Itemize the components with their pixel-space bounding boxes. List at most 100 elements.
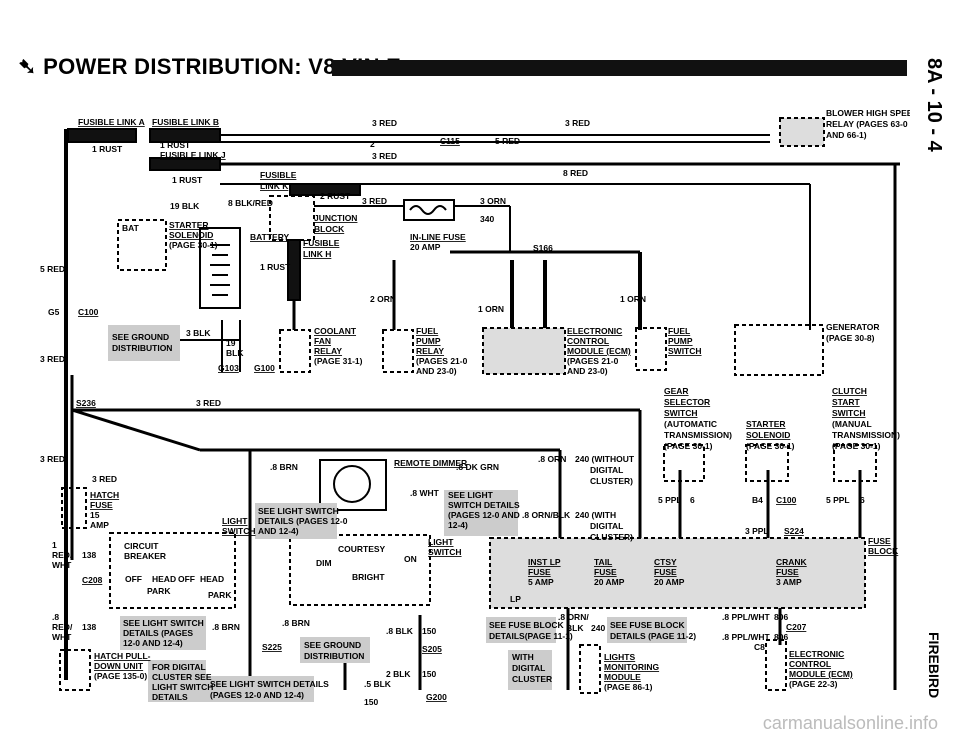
label-fuse-4: FUSE: [776, 567, 799, 577]
label-s225: S225: [262, 642, 282, 652]
label-2: 2: [370, 139, 375, 149]
label-relay-2: RELAY: [416, 346, 444, 356]
label-orn-blk: .8 ORN/BLK: [522, 510, 571, 520]
see-light-switch-box-2: [444, 490, 518, 536]
label-see-fuse-block: SEE FUSE BLOCK: [489, 620, 564, 630]
label-8-orn: .8 ORN: [538, 454, 566, 464]
label-fan: FAN: [314, 336, 331, 346]
ecm-box: [482, 327, 566, 375]
label-details-2: DETAILS (PAGES 12-0: [258, 516, 348, 526]
label-5-amp: 5 AMP: [528, 577, 554, 587]
coolant-fan-relay: [279, 329, 311, 373]
label-8-blk: .8 BLK: [386, 626, 414, 636]
label-cluster-2: CLUSTER): [590, 532, 633, 542]
label-rust-1: 1 RUST: [92, 144, 123, 154]
label-digital-2: DIGITAL: [590, 521, 623, 531]
label-gear: GEAR: [664, 386, 689, 396]
for-digital-box: [148, 660, 206, 702]
label-head: HEAD: [152, 574, 176, 584]
label-tail: TAIL: [594, 557, 612, 567]
label-rust-1b: 1 RUST: [160, 140, 191, 150]
label-and-12-4: AND 12-4): [258, 526, 299, 536]
label-c208: C208: [82, 575, 103, 585]
label-solenoid: SOLENOID: [169, 230, 213, 240]
see-light-switch-box-3: [255, 503, 337, 539]
label-blk-2: BLK: [566, 623, 584, 633]
label-12-4: 12-4): [448, 520, 468, 530]
label-5-blk: .5 BLK: [364, 679, 392, 689]
label-3-ppl: 3 PPL: [745, 526, 769, 536]
see-ground-box: [108, 325, 180, 361]
label-fusible-h1: FUSIBLE: [303, 238, 340, 248]
fuel-pump-switch: [635, 327, 667, 371]
label-details-page-11-1: DETAILS(PAGE 11-1): [489, 631, 573, 641]
label-hatch-fuse: FUSE: [90, 500, 113, 510]
label-see-light: SEE LIGHT: [448, 490, 494, 500]
label-electronic: ELECTRONIC: [567, 326, 622, 336]
label-switch-details: SWITCH DETAILS: [448, 500, 520, 510]
label-g5: G5: [48, 307, 60, 317]
label-g200: G200: [426, 692, 447, 702]
label-see-ground: SEE GROUND: [112, 332, 169, 342]
page-reference: 8A - 10 - 4: [923, 58, 945, 152]
label-pages-21: (PAGES 21-0: [416, 356, 468, 366]
see-fuse-block2-box: [607, 617, 687, 643]
label-courtesy: COURTESY: [338, 544, 386, 554]
label-manual: (MANUAL: [832, 419, 872, 429]
label-pump-2: PUMP: [668, 336, 693, 346]
label-and-23-ecm: AND 23-0): [567, 366, 608, 376]
label-3-orn: 3 ORN: [480, 196, 506, 206]
label-5-red: 5 RED: [495, 136, 520, 146]
title-rule: [332, 60, 907, 76]
fuse-block: [489, 537, 866, 609]
label-down-unit: DOWN UNIT: [94, 661, 144, 671]
label-transmission-2: TRANSMISSION): [832, 430, 900, 440]
label-pages-12: (PAGES 12-0 AND: [448, 510, 520, 520]
label-fuse-2: FUSE: [594, 567, 617, 577]
label-blower-and: AND 66-1): [826, 130, 867, 140]
label-park-2: PARK: [208, 590, 232, 600]
with-digital-box: [508, 650, 552, 690]
label-3-red-d: 3 RED: [362, 196, 387, 206]
label-page-31: (PAGE 31-1): [314, 356, 363, 366]
label-340: 340: [480, 214, 494, 224]
label-details-page-11-2: DETAILS (PAGE 11-2): [610, 631, 696, 641]
label-light-2: LIGHT: [428, 537, 454, 547]
label-fusible-link-j: FUSIBLE LINK J: [160, 150, 226, 160]
label-head-2: HEAD: [200, 574, 224, 584]
label-8-orn-2: .8 ORN/: [558, 612, 589, 622]
label-off-2: OFF: [178, 574, 195, 584]
label-6: 6: [690, 495, 695, 505]
label-cluster-3: CLUSTER: [512, 674, 552, 684]
label-control: CONTROL: [567, 336, 609, 346]
label-module: MODULE: [604, 672, 641, 682]
label-blower-relay: RELAY (PAGES 63-0: [826, 119, 908, 129]
label-junction: JUNCTION: [314, 213, 357, 223]
label-fuse-3: FUSE: [654, 567, 677, 577]
label-bat: BAT: [122, 223, 140, 233]
label-amp: AMP: [90, 520, 109, 530]
label-light-switch-2: SWITCH: [428, 547, 462, 557]
see-ground2-box: [300, 637, 370, 663]
label-clutch: CLUTCH: [832, 386, 867, 396]
label-8-blk-red: 8 BLK/RED: [228, 198, 273, 208]
light-switch-right: [289, 534, 431, 606]
label-red-2: RED/: [52, 622, 73, 632]
label-3-red-left-3: 3 RED: [92, 474, 117, 484]
label-digital-3: DIGITAL: [512, 663, 545, 673]
label-rust-2: 2 RUST: [320, 191, 351, 201]
label-ppl-wht-2: .8 PPL/WHT: [722, 632, 771, 642]
label-806: 806: [774, 612, 788, 622]
label-fuel-2: FUEL: [668, 326, 690, 336]
label-without: 240 (WITHOUT: [575, 454, 635, 464]
label-ppl-wht-1: .8 PPL/WHT: [722, 612, 771, 622]
label-hatch: HATCH: [90, 490, 119, 500]
light-switch-left: [109, 532, 236, 609]
label-see-fuse-block-2: SEE FUSE BLOCK: [610, 620, 685, 630]
label-dk-grn: .8 DK GRN: [456, 462, 499, 472]
label-generator-page: (PAGE 30-8): [826, 333, 875, 343]
label-20-amp-2: 20 AMP: [594, 577, 625, 587]
label-1-orn-b: 1 ORN: [620, 294, 646, 304]
label-clutch-page: (PAGE 30-1): [832, 441, 881, 451]
label-s236: S236: [76, 398, 96, 408]
